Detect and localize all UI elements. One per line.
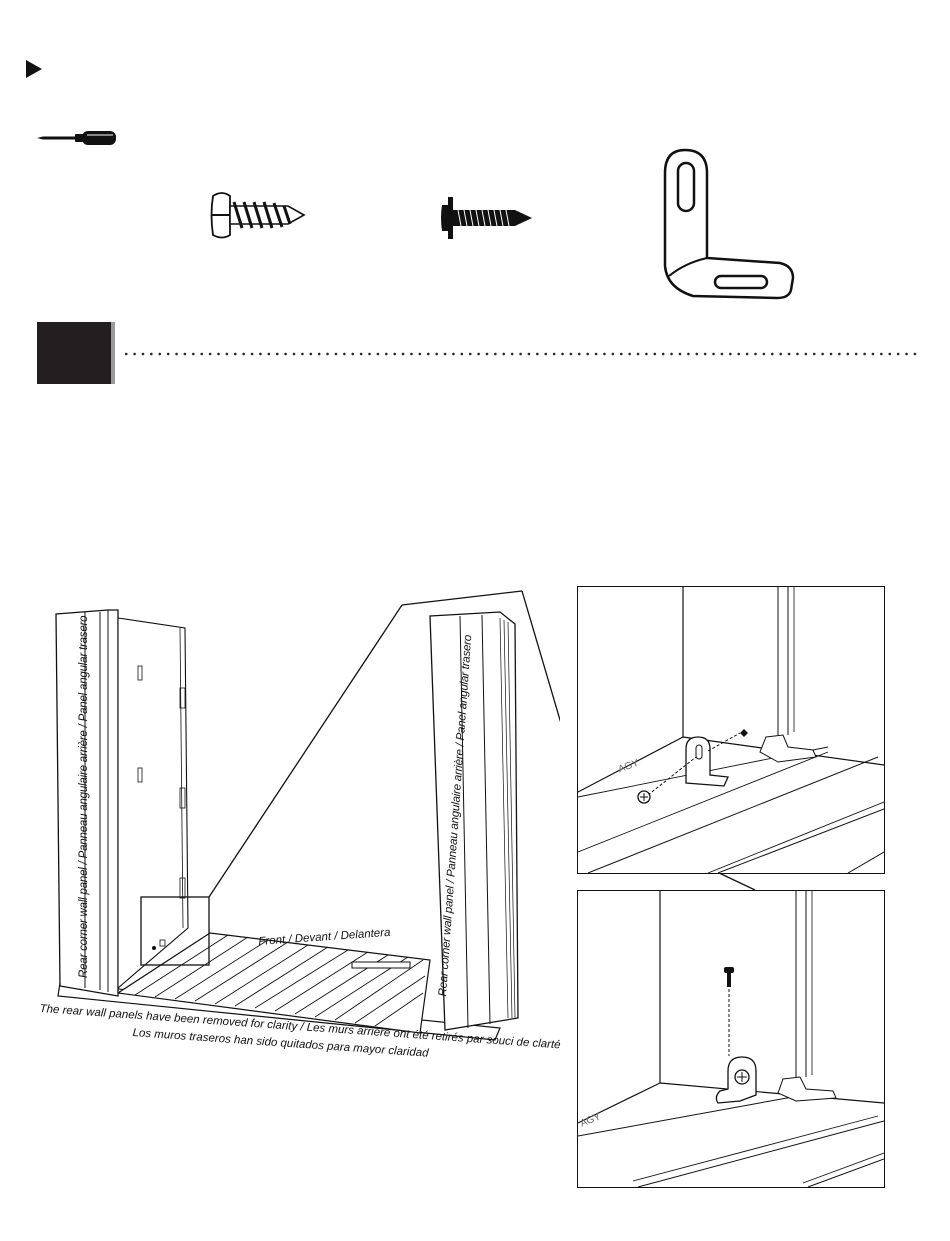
l-bracket-icon	[663, 148, 795, 300]
detail-view-top: AGY	[577, 586, 885, 874]
step-number-box	[37, 322, 111, 384]
section-marker-icon	[26, 60, 42, 78]
bracket-fastening-detail	[578, 891, 884, 1187]
pan-head-screw-icon	[210, 192, 306, 239]
screwdriver-icon	[37, 131, 116, 145]
shed-floor-illustration	[55, 590, 560, 1041]
detail-connector	[716, 871, 756, 891]
washer-head-screw-icon	[441, 197, 532, 239]
detail-view-bottom: AGY	[577, 890, 885, 1188]
left-panel-label: Rear corner wall panel / Panneau angulai…	[78, 615, 90, 978]
bracket-insertion-detail	[578, 587, 884, 873]
dotted-divider	[122, 352, 917, 356]
